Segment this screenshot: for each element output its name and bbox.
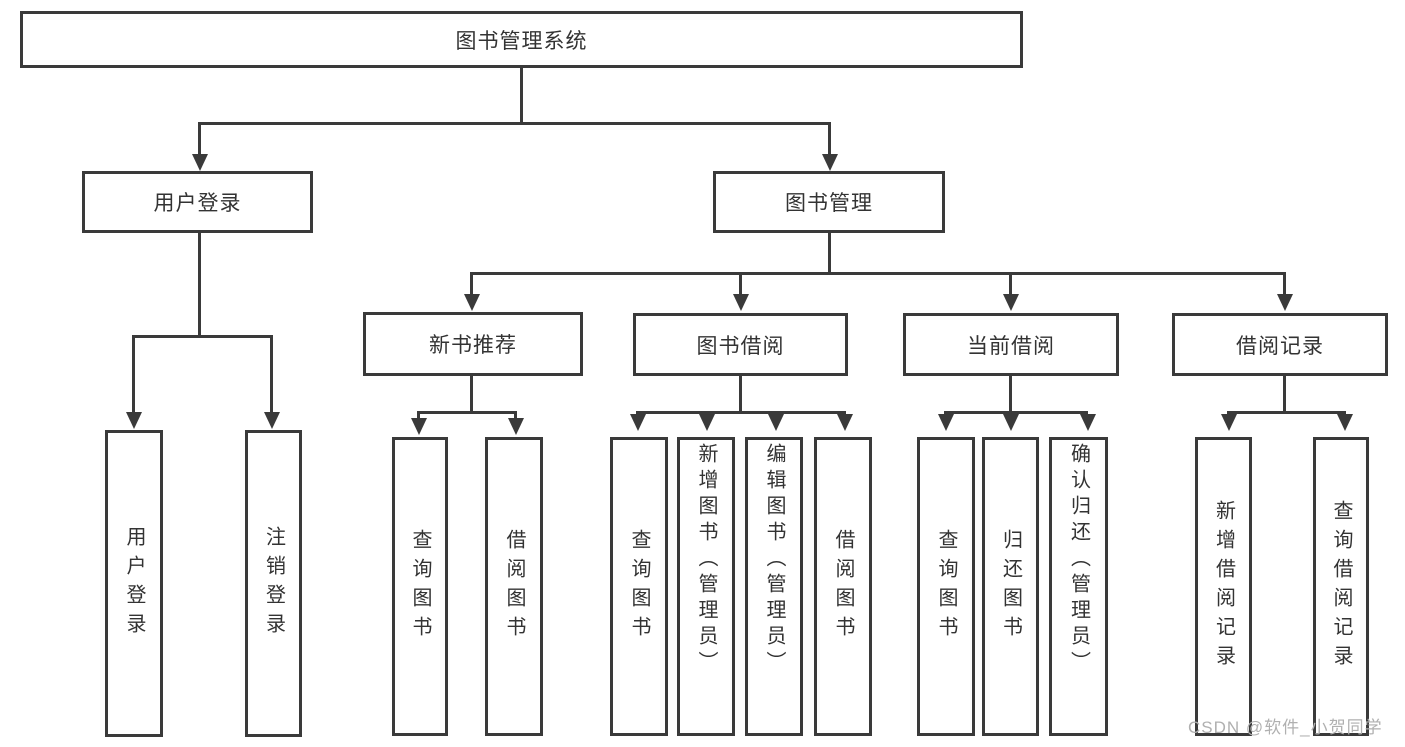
node-book-mgmt: 图书管理 bbox=[713, 171, 945, 233]
connector-current-borrow-down bbox=[1009, 376, 1012, 414]
connector-leaf-login-stem bbox=[132, 335, 135, 413]
connector-root-stem bbox=[520, 68, 523, 124]
arrow-br-add bbox=[1221, 414, 1237, 431]
arrow-bb-query bbox=[630, 414, 646, 431]
node-new-book-label: 新书推荐 bbox=[429, 334, 517, 357]
connector-book-mgmt-down bbox=[828, 233, 831, 275]
leaf-user-login: 用户登录 bbox=[105, 430, 163, 737]
arrow-nb-borrow bbox=[508, 418, 524, 435]
leaf-logout-label: 注销登录 bbox=[262, 525, 285, 642]
leaf-cb-query-books: 查询图书 bbox=[917, 437, 975, 736]
node-book-borrow: 图书借阅 bbox=[633, 313, 848, 376]
arrow-leaf-login bbox=[126, 412, 142, 429]
leaf-br-query-record: 查询借阅记录 bbox=[1313, 437, 1369, 736]
arrow-user-login bbox=[192, 154, 208, 171]
connector-borrow-record-down bbox=[1283, 376, 1286, 414]
leaf-br-add-record: 新增借阅记录 bbox=[1195, 437, 1252, 736]
connector-current-borrow-stem bbox=[1009, 272, 1012, 295]
connector-book-borrow-down bbox=[739, 374, 742, 414]
leaf-bb-query-books: 查询图书 bbox=[610, 437, 668, 736]
leaf-logout: 注销登录 bbox=[245, 430, 302, 737]
node-new-book: 新书推荐 bbox=[363, 312, 583, 376]
connector-borrow-record-rail bbox=[1227, 411, 1346, 414]
node-root-label: 图书管理系统 bbox=[455, 29, 588, 53]
leaf-bb-query-books-label: 查询图书 bbox=[628, 528, 650, 645]
connector-book-borrow-rail bbox=[636, 411, 846, 414]
leaf-cb-return-books: 归还图书 bbox=[982, 437, 1039, 736]
connector-nb-query-stem bbox=[417, 411, 420, 421]
arrow-nb-query bbox=[411, 418, 427, 435]
connector-leaf-logout-stem bbox=[270, 335, 273, 413]
leaf-bb-edit-books-admin-label: 编辑图书（管理员） bbox=[763, 443, 785, 677]
arrow-cb-query bbox=[938, 414, 954, 431]
leaf-cb-confirm-return-admin: 确认归还（管理员） bbox=[1049, 437, 1108, 736]
node-root: 图书管理系统 bbox=[20, 11, 1023, 68]
node-user-login: 用户登录 bbox=[82, 171, 313, 233]
connector-new-book-down bbox=[470, 376, 473, 414]
connector-borrow-record-stem bbox=[1283, 272, 1286, 295]
leaf-bb-borrow-books: 借阅图书 bbox=[814, 437, 872, 736]
leaf-bb-add-books-admin: 新增图书（管理员） bbox=[677, 437, 735, 736]
node-current-borrow-label: 当前借阅 bbox=[967, 334, 1055, 358]
connector-level3-rail bbox=[470, 272, 1286, 275]
leaf-nb-query-books-label: 查询图书 bbox=[409, 528, 431, 645]
connector-new-book-rail bbox=[417, 411, 517, 414]
node-borrow-record: 借阅记录 bbox=[1172, 313, 1388, 376]
arrow-cb-confirm bbox=[1080, 414, 1096, 431]
connector-user-login-down bbox=[198, 233, 201, 338]
connector-level2-rail bbox=[198, 122, 831, 125]
arrow-new-book bbox=[464, 294, 480, 311]
leaf-bb-edit-books-admin: 编辑图书（管理员） bbox=[745, 437, 803, 736]
node-user-login-label: 用户登录 bbox=[153, 192, 242, 215]
connector-new-book-stem bbox=[470, 272, 473, 295]
leaf-br-add-record-label: 新增借阅记录 bbox=[1212, 499, 1235, 674]
arrow-bb-add bbox=[699, 414, 715, 431]
leaf-nb-borrow-books-label: 借阅图书 bbox=[503, 528, 525, 645]
node-book-borrow-label: 图书借阅 bbox=[696, 334, 785, 358]
arrow-cb-return bbox=[1003, 414, 1019, 431]
node-borrow-record-label: 借阅记录 bbox=[1236, 334, 1324, 358]
leaf-bb-add-books-admin-label: 新增图书（管理员） bbox=[695, 443, 717, 677]
leaf-user-login-label: 用户登录 bbox=[123, 525, 145, 642]
leaf-cb-return-books-label: 归还图书 bbox=[999, 528, 1022, 645]
connector-user-login-stem bbox=[198, 122, 201, 156]
leaf-br-query-record-label: 查询借阅记录 bbox=[1330, 499, 1352, 674]
arrow-borrow-record bbox=[1277, 294, 1293, 311]
connector-current-borrow-rail bbox=[944, 411, 1088, 414]
csdn-watermark: CSDN @软件_小贺同学 bbox=[1188, 718, 1383, 737]
node-book-mgmt-label: 图书管理 bbox=[785, 192, 873, 215]
node-current-borrow: 当前借阅 bbox=[903, 313, 1119, 376]
arrow-current-borrow bbox=[1003, 294, 1019, 311]
arrow-bb-edit bbox=[768, 414, 784, 431]
leaf-nb-borrow-books: 借阅图书 bbox=[485, 437, 543, 736]
arrow-bb-borrow bbox=[837, 414, 853, 431]
arrow-book-mgmt bbox=[822, 154, 838, 171]
arrow-leaf-logout bbox=[264, 412, 280, 429]
leaf-bb-borrow-books-label: 借阅图书 bbox=[832, 528, 854, 645]
arrow-br-query bbox=[1337, 414, 1353, 431]
connector-book-mgmt-stem bbox=[828, 122, 831, 156]
connector-nb-borrow-stem bbox=[514, 411, 517, 421]
leaf-cb-query-books-label: 查询图书 bbox=[935, 528, 957, 645]
arrow-book-borrow bbox=[733, 294, 749, 311]
connector-user-login-rail bbox=[132, 335, 273, 338]
leaf-nb-query-books: 查询图书 bbox=[392, 437, 448, 736]
leaf-cb-confirm-return-admin-label: 确认归还（管理员） bbox=[1067, 443, 1090, 677]
connector-book-borrow-stem bbox=[739, 272, 742, 295]
